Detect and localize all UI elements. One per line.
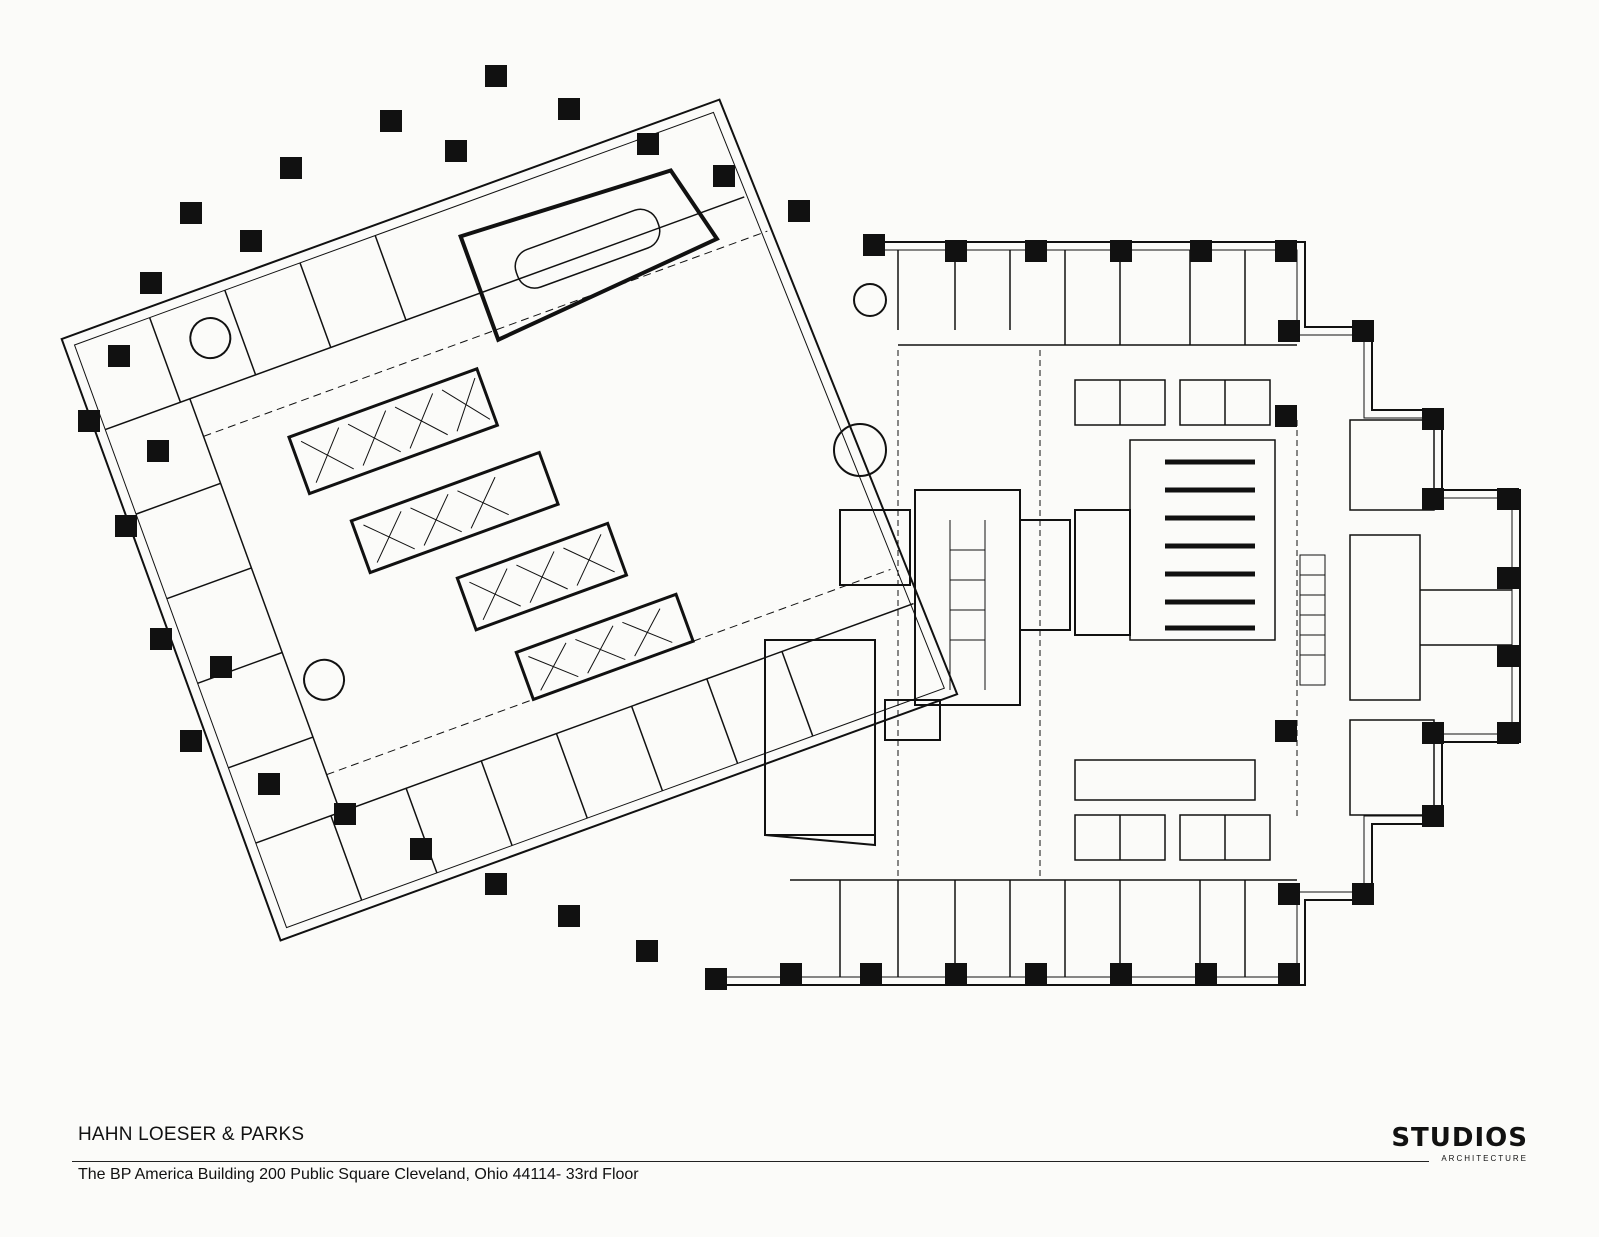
- east-wing: [715, 241, 1521, 986]
- title-rule: [72, 1161, 1429, 1162]
- studios-architecture-logo: STUDIOS ARCHITECTURE: [1358, 1123, 1528, 1163]
- project-address: The BP America Building 200 Public Squar…: [78, 1166, 639, 1183]
- west-wing: [60, 98, 959, 942]
- structural-columns: [78, 65, 1519, 990]
- logo-wordmark: STUDIOS: [1391, 1123, 1528, 1153]
- logo-subtitle: ARCHITECTURE: [1441, 1154, 1528, 1163]
- client-name: HAHN LOESER & PARKS: [78, 1124, 305, 1145]
- title-block: HAHN LOESER & PARKS: [78, 1124, 304, 1146]
